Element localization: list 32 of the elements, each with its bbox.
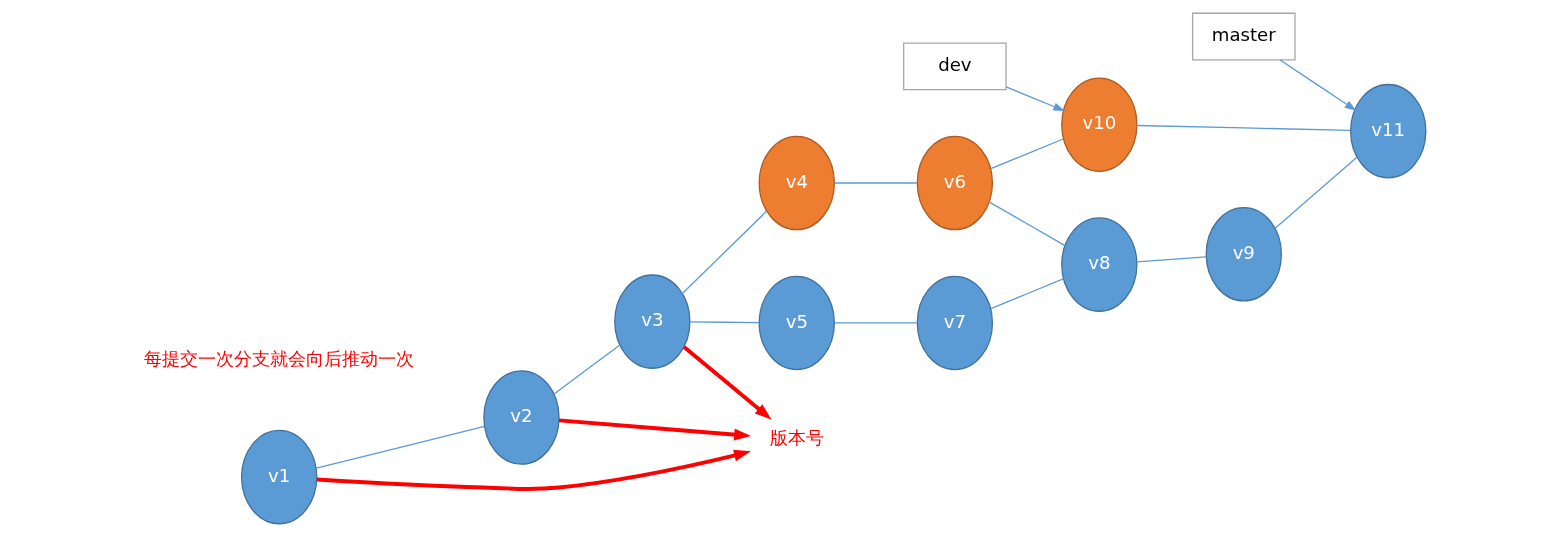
node-ellipse: v3 [613,274,691,369]
node-ellipse: v6 [916,135,993,231]
node-ellipse: v5 [758,275,835,371]
connector [989,278,1064,310]
arrow [316,449,751,492]
connector [833,322,917,324]
node-ellipse: v1 [240,429,317,525]
connector [989,138,1064,170]
connector [988,201,1066,247]
connector [689,321,760,324]
arrow [558,418,751,441]
node-ellipse: v2 [482,370,560,465]
connector [1136,256,1207,263]
node-box: master [1191,12,1296,61]
label: 每提交一次分支就会向后推动一次 [143,348,414,370]
connector [833,182,917,184]
connector [681,210,767,294]
node-ellipse: v8 [1060,217,1138,312]
node-text: 版本号 [769,427,824,449]
connector [553,344,620,395]
node-box: dev [902,42,1007,91]
arrow [682,345,772,420]
connector [1274,156,1358,229]
node-ellipse: v7 [916,275,993,371]
arrow [1005,86,1065,112]
connector [315,425,485,469]
arrow [1279,59,1356,111]
node-ellipse: v4 [758,135,835,231]
connector [1136,124,1351,131]
node-ellipse: v10 [1060,77,1138,172]
node-ellipse: v9 [1205,206,1282,302]
node-ellipse: v11 [1349,83,1426,179]
